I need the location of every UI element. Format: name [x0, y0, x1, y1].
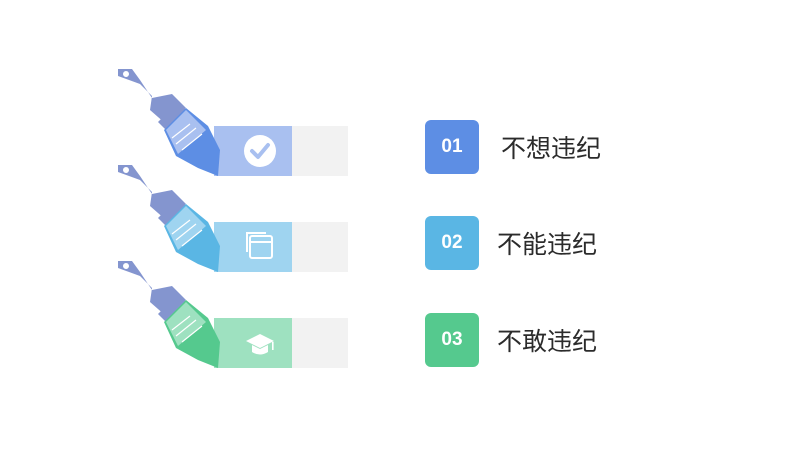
brush-handle	[118, 165, 186, 220]
bristle-lines	[171, 315, 203, 343]
item-label-2: 不能违纪	[497, 230, 598, 259]
graduation-cap-icon	[246, 334, 274, 355]
number-badge-1: 01	[425, 120, 479, 174]
brush-handle	[118, 69, 186, 124]
item-label-3: 不敢违纪	[497, 327, 598, 356]
handle-hole	[123, 167, 129, 173]
brush-handle	[118, 261, 186, 316]
number-badge-2: 02	[425, 216, 479, 270]
windows-icon	[246, 232, 273, 259]
brush-2	[110, 162, 350, 282]
bristle-lines	[171, 123, 203, 151]
strip-tail	[292, 222, 348, 272]
check-circle-icon	[244, 135, 276, 167]
bristle-lines	[171, 219, 203, 247]
brush-bristles-light	[166, 302, 206, 346]
list-item-1: 01 不想违纪	[425, 120, 601, 174]
brush-ferrule	[158, 198, 186, 226]
strip-tail	[292, 126, 348, 176]
paint-stroke	[214, 222, 292, 272]
strip-tail	[292, 318, 348, 368]
brush-1	[110, 66, 350, 186]
brush-graphic-3	[118, 261, 348, 368]
handle-hole	[123, 71, 129, 77]
brush-3	[110, 258, 350, 378]
handle-hole	[123, 263, 129, 269]
list-item-2: 02 不能违纪	[425, 216, 597, 270]
brush-ferrule	[158, 102, 186, 130]
brush-graphic-1	[118, 69, 348, 176]
number-badge-3: 03	[425, 313, 479, 367]
brush-ferrule	[158, 294, 186, 322]
item-label-1: 不想违纪	[501, 134, 602, 163]
list-item-3: 03 不敢违纪	[425, 313, 597, 367]
brush-graphic-2	[118, 165, 348, 272]
brush-bristles-light	[166, 110, 206, 154]
brush-bristles-light	[166, 206, 206, 250]
